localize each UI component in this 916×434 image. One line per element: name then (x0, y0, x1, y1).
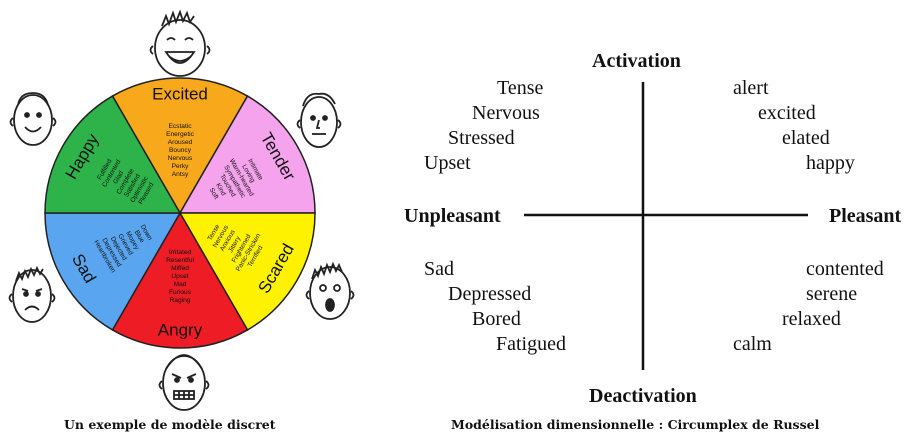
wheel-emotion-word: Energetic (166, 131, 195, 138)
wheel-emotion-word: Aroused (168, 139, 193, 146)
wheel-sector-tender (178, 95, 316, 214)
quadrant-word: Upset (424, 152, 471, 174)
circumplex-caption: Modélisation dimensionnelle : Circumplex… (451, 417, 820, 432)
quadrant-word: Fatigued (496, 333, 566, 355)
axis-label-activation: Activation (592, 50, 681, 72)
wheel-emotion-word: Miffed (171, 265, 189, 272)
axis-label-deactivation: Deactivation (589, 385, 697, 407)
quadrant-word: relaxed (782, 308, 841, 330)
wheel-emotion-word: Upset (171, 273, 188, 280)
smiling-face-icon (9, 92, 57, 146)
wheel-emotion-word: Irritated (169, 249, 192, 256)
quadrant-word: excited (758, 102, 816, 124)
axis-label-pleasant: Pleasant (829, 205, 902, 227)
wheel-sector-scared (178, 212, 316, 331)
wheel-emotion-word: Ecstatic (168, 123, 192, 130)
quadrant-word: elated (782, 127, 830, 149)
quadrant-word: Sad (424, 258, 454, 280)
laughing-face-icon (149, 9, 211, 77)
neutral-face-icon (296, 92, 342, 148)
axis-label-unpleasant: Unpleasant (404, 205, 501, 227)
discrete-model-caption: Un exemple de modèle discret (64, 417, 276, 432)
wheel-emotion-word: Bouncy (169, 147, 192, 154)
wheel-sector-excited (111, 77, 249, 215)
wheel-emotion-word: Mad (174, 281, 187, 288)
wheel-sector-happy (44, 95, 182, 214)
quadrant-word: Tense (497, 77, 544, 99)
quadrant-word: Stressed (448, 127, 515, 149)
wheel-sector-sad (44, 212, 182, 331)
quadrant-word: contented (806, 258, 884, 280)
quadrant-word: alert (733, 77, 769, 99)
emotion-wheel-diagram: ExcitedEcstaticEnergeticArousedBouncyNer… (8, 9, 355, 411)
wheel-label-excited: Excited (152, 84, 208, 103)
angry-face-icon (158, 354, 210, 411)
quadrant-word: calm (733, 333, 772, 355)
scared-face-icon (305, 261, 355, 320)
wheel-emotion-word: Resentful (166, 257, 194, 264)
wheel-sector-angry (111, 211, 249, 349)
wheel-emotion-word: Nervous (168, 155, 193, 162)
quadrant-word: Depressed (448, 283, 532, 305)
quadrant-word: Bored (472, 308, 521, 330)
wheel-emotion-word: Perky (172, 163, 190, 170)
wheel-emotion-word: Furious (169, 289, 192, 296)
wheel-emotion-word: Raging (170, 297, 191, 304)
sad-face-icon (8, 265, 56, 323)
wheel-emotion-word: Antsy (172, 171, 189, 178)
wheel-label-angry: Angry (158, 320, 203, 339)
quadrant-word: happy (806, 152, 855, 174)
quadrant-word: Nervous (472, 102, 540, 124)
quadrant-word: serene (806, 283, 858, 305)
